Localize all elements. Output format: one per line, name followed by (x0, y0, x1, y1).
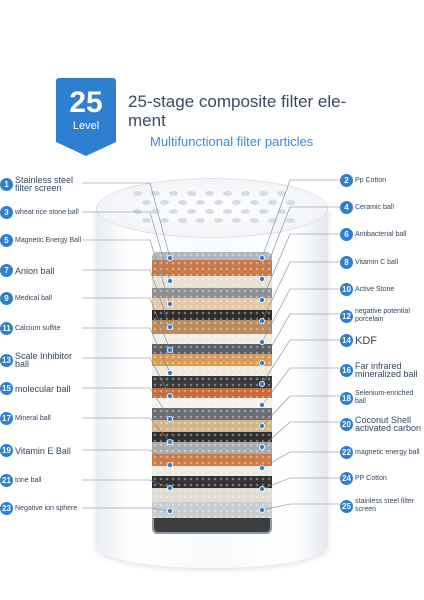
cap-hole (169, 209, 178, 214)
cap-hole (205, 191, 214, 196)
filter-layer (152, 476, 272, 488)
filter-layer (152, 420, 272, 432)
cap-hole (259, 191, 268, 196)
filter-layer (152, 276, 272, 288)
filter-layer (152, 260, 272, 276)
filter-layer (152, 388, 272, 398)
filter-layer (152, 354, 272, 366)
cap-hole (169, 191, 178, 196)
filter-layer (152, 252, 272, 260)
cap-hole (277, 209, 286, 214)
cap-hole (241, 209, 250, 214)
filter-layer (152, 366, 272, 376)
filter-layer (152, 310, 272, 320)
cap-hole (187, 191, 196, 196)
cap-hole (214, 200, 223, 205)
cap-hole (178, 218, 187, 223)
cap-hole (196, 218, 205, 223)
filter-layer (152, 288, 272, 298)
cap-hole (160, 200, 169, 205)
cap-hole (250, 200, 259, 205)
filter-layer (152, 454, 272, 466)
cap-hole (187, 209, 196, 214)
cap-hole (232, 200, 241, 205)
filter-layer (152, 408, 272, 420)
filter-layers (152, 252, 272, 534)
filter-cartridge-illustration (96, 178, 328, 578)
cap-hole (151, 209, 160, 214)
cap-hole (277, 191, 286, 196)
cap-hole (160, 218, 169, 223)
cap-hole (241, 191, 250, 196)
filter-layer (152, 502, 272, 518)
filter-layer (152, 376, 272, 388)
filter-layer (152, 488, 272, 502)
cap-hole (232, 218, 241, 223)
page-subtitle: Multifunctional filter particles (150, 134, 314, 149)
cap-hole (250, 218, 259, 223)
cartridge-holes (127, 189, 299, 229)
cap-hole (223, 209, 232, 214)
filter-layer (152, 334, 272, 344)
cap-hole (196, 200, 205, 205)
filter-layer (152, 466, 272, 476)
cap-hole (259, 209, 268, 214)
cap-hole (268, 218, 277, 223)
cap-hole (133, 209, 142, 214)
cap-hole (151, 191, 160, 196)
badge-label: Level (72, 120, 100, 132)
cap-hole (142, 200, 151, 205)
filter-layer (152, 320, 272, 334)
filter-layer (152, 298, 272, 310)
filter-layer (152, 442, 272, 454)
cap-hole (133, 191, 142, 196)
cap-hole (286, 200, 295, 205)
page-title: 25-stage composite filter ele-ment (128, 92, 347, 130)
cap-hole (214, 218, 223, 223)
filter-layer (152, 398, 272, 408)
cap-hole (268, 200, 277, 205)
filter-layer (152, 432, 272, 442)
cap-hole (223, 191, 232, 196)
cap-hole (142, 218, 151, 223)
badge-number: 25 (69, 86, 103, 119)
filter-layer (152, 344, 272, 354)
cap-hole (205, 209, 214, 214)
level-badge: 25 Level (56, 78, 116, 156)
cap-hole (178, 200, 187, 205)
cartridge-top (96, 178, 328, 238)
cap-hole (286, 218, 295, 223)
